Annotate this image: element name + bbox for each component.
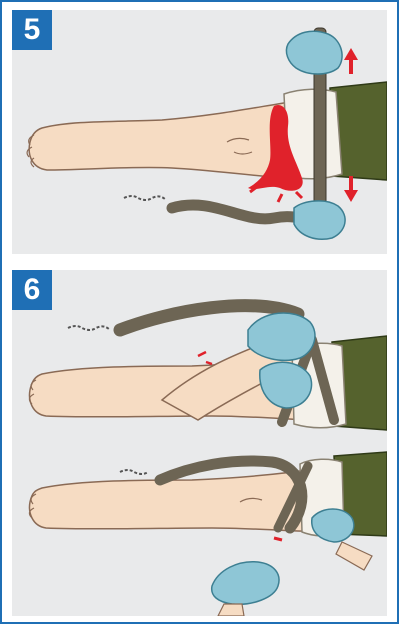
blood-lower	[274, 538, 282, 540]
glove-upper-left	[248, 313, 315, 360]
chain	[124, 196, 166, 200]
step-5-illustration	[12, 10, 387, 254]
step-6-badge: 6	[12, 270, 52, 310]
arrow-up-icon	[344, 48, 358, 74]
arrow-down-icon	[344, 176, 358, 202]
chain-lower	[120, 470, 148, 474]
chain-upper	[68, 326, 110, 330]
step-6-illustration	[12, 270, 387, 616]
arm-lower	[336, 542, 372, 570]
wrist-open	[218, 604, 244, 616]
glove-open	[212, 562, 279, 605]
blood-upper	[198, 352, 212, 364]
glove-lower	[294, 201, 345, 239]
glove-upper	[286, 31, 342, 74]
step-5-panel: 5	[12, 10, 387, 254]
step-6-panel: 6	[12, 270, 387, 616]
glove-lower-right	[312, 509, 354, 542]
step-5-badge: 5	[12, 10, 52, 50]
